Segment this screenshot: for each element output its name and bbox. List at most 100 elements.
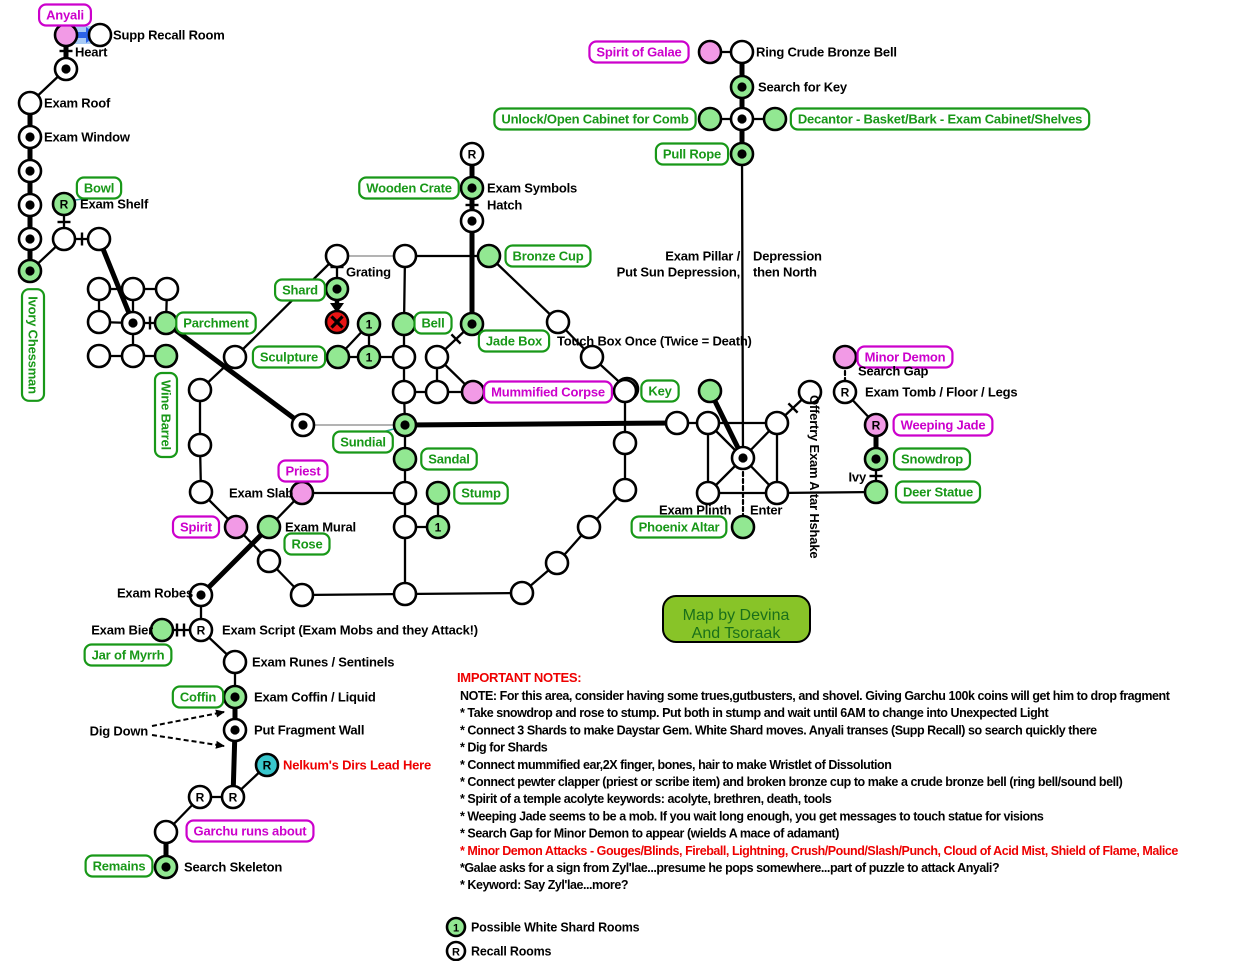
room-circle [87, 22, 113, 48]
label-garchu-runs-about: Garchu runs about [185, 819, 315, 843]
room-dot-icon [25, 132, 35, 142]
map-text-dig-down: Dig Down [90, 724, 149, 739]
room-node [797, 379, 823, 405]
room-node [392, 514, 418, 540]
map-text-exam-script-exam-mobs-and-they-attack: Exam Script (Exam Mobs and they Attack!) [222, 623, 478, 638]
room-node [509, 580, 535, 606]
room-circle [579, 344, 605, 370]
recall-glyph: R [452, 946, 460, 958]
room-circle [51, 226, 77, 252]
room-dot-icon [61, 64, 71, 74]
label-box [185, 819, 315, 843]
label-box [273, 278, 327, 302]
dig-down-arrow-icon [151, 709, 225, 727]
label-box [75, 176, 123, 200]
note-line: * Connect pewter clapper (priest or scri… [460, 775, 1123, 789]
map-passage [402, 420, 680, 428]
label-pull-rope: Pull Rope [654, 142, 730, 166]
map-text-exam-robes: Exam Robes [117, 586, 193, 601]
label-text: Remains [93, 859, 146, 874]
room-circle [391, 311, 417, 337]
recall-glyph: R [468, 147, 477, 161]
room-circle [86, 226, 112, 252]
room-circle [149, 617, 175, 643]
room-node-npc [697, 39, 723, 65]
map-text-exam-tomb-floor-legs: Exam Tomb / Floor / Legs [865, 385, 1017, 400]
map-text-exam-slab: Exam Slab [229, 486, 293, 501]
room-node [424, 379, 450, 405]
room-circle [256, 514, 282, 540]
room-node [222, 344, 248, 370]
room-node [120, 343, 146, 369]
room-node [289, 582, 315, 608]
room-dot-icon [161, 862, 171, 872]
room-node-dot [290, 412, 316, 438]
label-text: Jade Box [486, 334, 543, 349]
room-dot-icon [737, 149, 747, 159]
room-circle [697, 39, 723, 65]
label-box [504, 244, 592, 268]
label-text: Sandal [428, 452, 469, 467]
x-mark-icon [330, 315, 344, 329]
room-circle [664, 410, 690, 436]
recall-glyph: R [197, 623, 206, 637]
room-node [87, 22, 113, 48]
room-dot-icon [25, 266, 35, 276]
room-circle [289, 480, 315, 506]
room-circle [424, 379, 450, 405]
label-box [83, 643, 173, 667]
label-bell: Bell [413, 311, 453, 335]
label-text: Weeping Jade [901, 418, 986, 433]
room-node-item [863, 479, 889, 505]
label-text: Phoenix Altar [639, 520, 720, 535]
room-node [544, 550, 570, 576]
label-box [175, 311, 257, 335]
room-node-item [697, 106, 723, 132]
room-node [612, 477, 638, 503]
label-wooden-crate: Wooden Crate [358, 176, 460, 200]
label-text: Decantor - Basket/Bark - Exam Cabinet/Sh… [798, 112, 1082, 127]
room-node [154, 276, 180, 302]
label-text: Minor Demon [865, 350, 946, 365]
label-box [20, 288, 46, 402]
label-box [493, 107, 697, 131]
map-passage [487, 254, 560, 324]
room-circle [356, 344, 382, 370]
room-node [576, 514, 602, 540]
room-dot-icon [737, 82, 747, 92]
room-node-dot [222, 717, 248, 743]
map-text-exam-bier: Exam Bier [91, 623, 153, 638]
label-priest: Priest [277, 459, 329, 483]
room-node [579, 344, 605, 370]
note-line: NOTE: For this area, consider having som… [460, 689, 1171, 703]
label-sandal: Sandal [420, 447, 478, 471]
room-circle [832, 344, 858, 370]
room-circle [424, 344, 450, 370]
room-circle [425, 480, 451, 506]
room-circle [223, 514, 249, 540]
room-circle [863, 412, 889, 438]
room-circle [392, 243, 418, 269]
room-dot-icon [25, 234, 35, 244]
label-spirit-of-galae: Spirit of Galae [588, 40, 690, 64]
room-node [391, 344, 417, 370]
label-box [420, 447, 478, 471]
label-box [482, 380, 614, 404]
legend-label: Recall Rooms [471, 945, 552, 959]
credit-box [662, 595, 811, 643]
label-box [171, 515, 221, 539]
label-key: Key [640, 379, 680, 403]
room-node-item [153, 343, 179, 369]
room-node [222, 649, 248, 675]
label-text: Spirit of Galae [596, 45, 681, 60]
room-node [188, 479, 214, 505]
room-node-item [392, 446, 418, 472]
room-dot-icon [230, 725, 240, 735]
room-node-item [149, 617, 175, 643]
map-text-put-fragment-wall: Put Fragment Wall [254, 723, 364, 738]
label-box [640, 379, 680, 403]
label-text: Spirit [180, 520, 213, 535]
room-circle [425, 514, 451, 540]
room-circle [509, 580, 535, 606]
shard-glyph: 1 [366, 317, 373, 331]
